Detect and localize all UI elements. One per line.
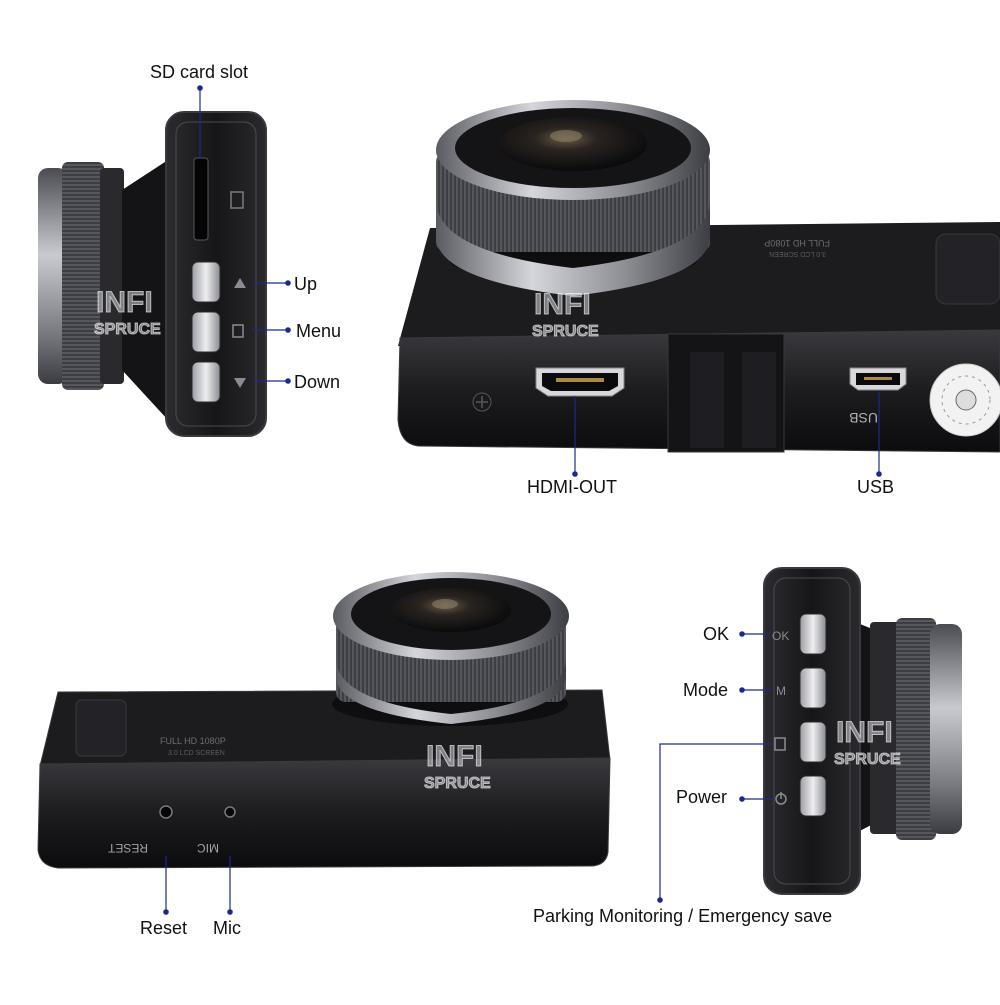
leader-lines-bottom-left: [163, 856, 233, 915]
sd-card-slot: [193, 157, 209, 241]
lens-base: [100, 168, 124, 384]
up-arrow-icon: [234, 278, 246, 288]
lens-chrome-band: [436, 200, 710, 296]
camera-side-view-right: OK M: [763, 567, 962, 895]
label-hdmi-out: HDMI-OUT: [527, 477, 617, 497]
reset-hole: [159, 805, 173, 819]
watermark-2b: SPRUCE: [532, 323, 599, 340]
label-reset: Reset: [140, 918, 188, 938]
lens-front-ring: [38, 168, 68, 384]
mode-button[interactable]: [799, 667, 827, 709]
watermark-2: INFI: [534, 288, 591, 321]
label-menu: Menu: [296, 321, 342, 341]
watermark-3b: SPRUCE: [424, 775, 491, 792]
ok-engraving: OK: [772, 629, 789, 643]
emergency-button[interactable]: [799, 721, 827, 763]
label-parking-monitoring: Parking Monitoring / Emergency save: [533, 906, 833, 926]
mode-engraving: M: [776, 684, 786, 698]
leader-lines-bottom-right: [657, 631, 774, 903]
mic-engraving: MIC: [197, 841, 219, 855]
label-usb: USB: [857, 477, 895, 497]
camera-underside-view: FULL HD 1080P 3.0 LCD SCREEN RESET MIC: [37, 572, 611, 869]
watermark-1b: SPRUCE: [94, 321, 161, 338]
lens-knurled-ring-right: [896, 618, 936, 840]
label-sd-card-slot: SD card slot: [150, 62, 249, 82]
watermark-4b: SPRUCE: [834, 751, 901, 768]
usb-engraving: USB: [849, 410, 878, 426]
down-button[interactable]: [191, 361, 221, 403]
menu-button[interactable]: [191, 311, 221, 353]
watermarks: INFI SPRUCE INFI SPRUCE INFI SPRUCE INFI…: [94, 286, 902, 793]
ok-button[interactable]: [799, 613, 827, 655]
lock-file-icon: [774, 737, 786, 751]
full-hd-engraving: FULL HD 1080P: [764, 238, 830, 248]
lens-glass: [499, 117, 647, 171]
watermark-4: INFI: [836, 716, 893, 749]
lcd-screen-engraving-2: 3.0 LCD SCREEN: [168, 750, 225, 757]
watermark-1: INFI: [96, 286, 153, 319]
leader-lines-top-right: [572, 392, 882, 477]
label-power: Power: [676, 787, 728, 807]
full-hd-engraving-2: FULL HD 1080P: [160, 736, 226, 746]
power-button[interactable]: [799, 775, 827, 817]
label-ok: OK: [703, 624, 730, 644]
up-button[interactable]: [191, 261, 221, 303]
label-up: Up: [294, 274, 318, 294]
label-down: Down: [294, 372, 341, 392]
reset-engraving: RESET: [107, 841, 148, 855]
lens-knurled-ring: [62, 162, 104, 390]
lcd-screen-engraving: 3.0 LCD SCREEN: [769, 250, 826, 257]
watermark-3: INFI: [426, 740, 483, 773]
label-mode: Mode: [683, 680, 729, 700]
mic-hole: [224, 806, 236, 818]
camera-body-underside: [37, 757, 611, 869]
leader-lines-left: [197, 85, 291, 384]
sd-card-icon: [230, 191, 244, 209]
camera-bottom-view: FULL HD 1080P 3.0 LCD SCREEN USB: [397, 100, 1000, 453]
down-arrow-icon: [234, 378, 246, 388]
lens-front-ring-right: [930, 624, 962, 834]
camera-side-view-left: [38, 111, 267, 437]
menu-icon: [232, 324, 244, 338]
label-mic: Mic: [213, 918, 241, 938]
